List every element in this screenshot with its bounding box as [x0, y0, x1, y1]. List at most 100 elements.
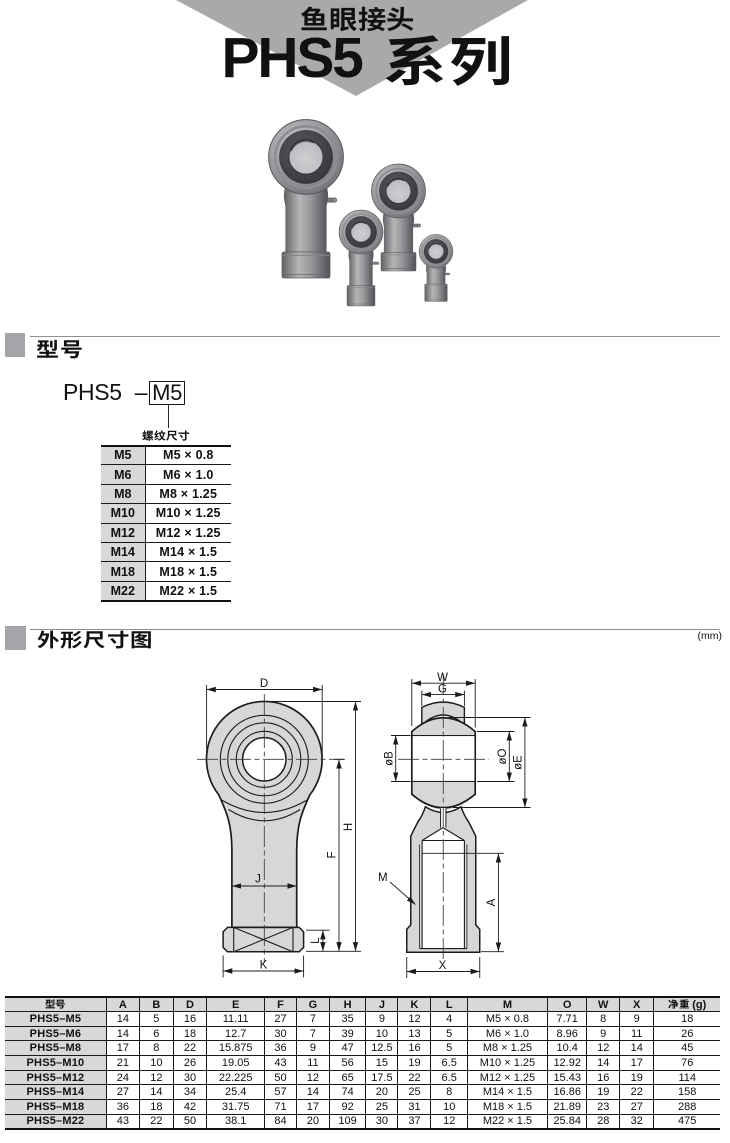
spec-value-cell: 7.71: [547, 1011, 588, 1027]
section-title-model: [36, 339, 83, 361]
thread-size: M8 × 1.25: [145, 483, 231, 504]
spec-value-cell: 92: [329, 1099, 367, 1115]
spec-value-cell: 10: [139, 1055, 174, 1071]
spec-value-cell: 25: [365, 1099, 399, 1115]
spec-value-cell: 7: [296, 1011, 330, 1027]
thread-size-header: [101, 429, 231, 443]
spec-value-cell: 50: [173, 1113, 208, 1130]
spec-value-cell: M5 × 0.8: [467, 1011, 548, 1027]
spec-value-cell: 15: [365, 1055, 399, 1071]
thread-size: M18 × 1.5: [145, 561, 231, 582]
spec-value-cell: 42: [173, 1099, 208, 1115]
dim-label-g: G: [438, 683, 447, 695]
dim-label-ob: øB: [383, 751, 395, 766]
spec-value-cell: 5: [430, 1040, 468, 1057]
spec-value-cell: 18: [653, 1011, 720, 1027]
model-name-cell: PHS5–M6: [5, 1025, 107, 1042]
thread-code: M18: [101, 561, 146, 582]
model-separator: –: [134, 378, 148, 405]
thread-code: M12: [101, 522, 146, 543]
spec-value-cell: 27: [264, 1011, 297, 1027]
dim-label-oe: øE: [513, 755, 525, 770]
model-name-cell: PHS5–M12: [5, 1069, 107, 1086]
spec-value-cell: 12.7: [206, 1025, 266, 1042]
column-header: M: [467, 996, 548, 1012]
rod-end-item: [418, 234, 454, 302]
spec-value-cell: 17: [106, 1040, 140, 1057]
spec-value-cell: 158: [653, 1084, 720, 1101]
column-header: F: [264, 996, 297, 1012]
spec-value-cell: M12 × 1.25: [467, 1069, 548, 1086]
banner-arrow-shape: [176, 0, 528, 96]
spec-value-cell: 76: [653, 1055, 720, 1071]
dim-label-d: D: [260, 678, 268, 690]
model-designation: PHS5–M5: [63, 380, 185, 405]
spec-value-cell: 19: [619, 1069, 655, 1086]
thread-code: M22: [101, 580, 146, 602]
dim-label-oo: øO: [497, 748, 509, 764]
spec-value-cell: 16.86: [547, 1084, 588, 1101]
column-header: J: [365, 996, 399, 1012]
spec-value-cell: 22: [397, 1069, 432, 1086]
spec-value-cell: 31.75: [206, 1099, 266, 1115]
spec-value-cell: 84: [264, 1113, 297, 1130]
dim-label-j: J: [255, 874, 261, 886]
spec-value-cell: 6: [139, 1025, 174, 1042]
spec-value-cell: 4: [430, 1011, 468, 1027]
spec-value-cell: 6.5: [430, 1069, 468, 1086]
spec-value-cell: M6 × 1.0: [467, 1025, 548, 1042]
spec-value-cell: 16: [397, 1040, 432, 1057]
column-header: A: [106, 996, 140, 1012]
spec-value-cell: 65: [329, 1069, 367, 1086]
rod-end-item: [338, 209, 384, 307]
spec-value-cell: 109: [329, 1113, 367, 1130]
dim-label-x: X: [439, 960, 447, 972]
thread-size: M6 × 1.0: [145, 464, 231, 485]
column-header: E: [206, 996, 266, 1012]
spec-value-cell: 8: [139, 1040, 174, 1057]
spec-value-cell: 30: [173, 1069, 208, 1086]
column-header: K: [397, 996, 432, 1012]
spec-value-cell: M22 × 1.5: [467, 1113, 548, 1130]
column-header: D: [173, 996, 208, 1012]
spec-value-cell: 71: [264, 1099, 297, 1115]
model-prefix: PHS5: [63, 378, 122, 405]
spec-value-cell: 8: [586, 1011, 620, 1027]
spec-value-cell: 17.5: [365, 1069, 399, 1086]
column-header: (g): [653, 996, 720, 1012]
spec-value-cell: 30: [264, 1025, 297, 1042]
spec-value-cell: 14: [106, 1011, 140, 1027]
spec-value-cell: 14: [619, 1040, 655, 1057]
spec-value-cell: 6.5: [430, 1055, 468, 1071]
spec-value-cell: 25.84: [547, 1113, 588, 1130]
spec-value-cell: 12: [139, 1069, 174, 1086]
spec-value-cell: 56: [329, 1055, 367, 1071]
spec-value-cell: 50: [264, 1069, 297, 1086]
spec-value-cell: 36: [264, 1040, 297, 1057]
spec-value-cell: 475: [653, 1113, 720, 1130]
spec-value-cell: 23: [586, 1099, 620, 1115]
model-name-cell: PHS5–M8: [5, 1040, 107, 1057]
spec-value-cell: M10 × 1.25: [467, 1055, 548, 1071]
spec-value-cell: 10: [430, 1099, 468, 1115]
page-subtitle: [0, 5, 715, 36]
spec-value-cell: 10: [365, 1025, 399, 1042]
spec-value-cell: 57: [264, 1084, 297, 1101]
spec-value-cell: 19: [397, 1055, 432, 1071]
spec-value-cell: 18: [173, 1025, 208, 1042]
spec-value-cell: M8 × 1.25: [467, 1040, 548, 1057]
spec-value-cell: 26: [653, 1025, 720, 1042]
spec-value-cell: 7: [296, 1025, 330, 1042]
spec-value-cell: 19: [586, 1084, 620, 1101]
spec-value-cell: 43: [106, 1113, 140, 1130]
